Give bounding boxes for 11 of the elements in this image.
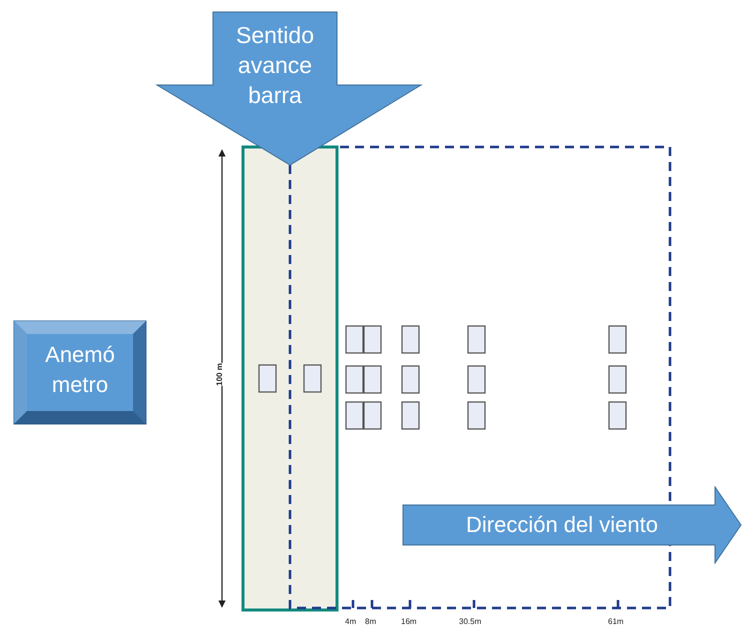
distance-label: 4m bbox=[345, 617, 356, 625]
arrow-label: Dirección del viento bbox=[465, 511, 659, 538]
distance-label: 61m bbox=[608, 617, 624, 625]
box-label: Anemó metro bbox=[44, 341, 116, 399]
direction-arrow bbox=[402, 486, 742, 564]
dimension-label: 100 m bbox=[214, 363, 224, 386]
distance-label: 16m bbox=[401, 617, 417, 625]
direction-arrow bbox=[155, 10, 423, 167]
distance-label: 8m bbox=[365, 617, 376, 625]
arrow-label: Sentido avance barra bbox=[234, 21, 315, 110]
distance-label: 30.5m bbox=[459, 617, 482, 625]
